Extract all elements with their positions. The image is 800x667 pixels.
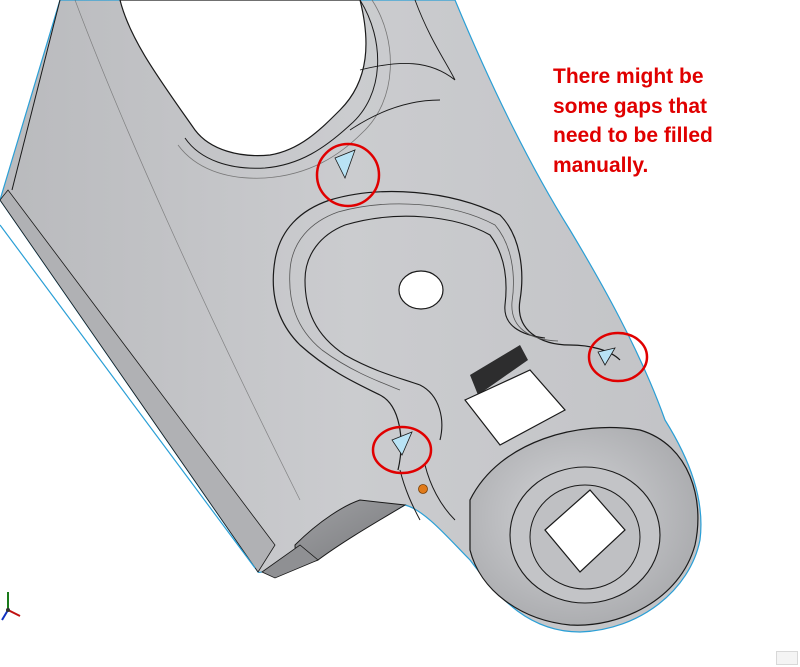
gap-circle-top	[315, 142, 381, 208]
slot-opening	[464, 369, 566, 446]
top-window-bead	[184, 0, 379, 169]
bottom-flange-2	[261, 544, 319, 579]
top-window-bead-outer	[177, 0, 391, 179]
arm-edge-line	[11, 0, 61, 191]
slot-wall	[470, 345, 528, 395]
round-hole	[398, 270, 444, 310]
coordinate-triad-icon	[1, 592, 21, 621]
gap-highlight-bottom	[391, 431, 413, 456]
annotation-text: There might be some gaps that need to be…	[553, 65, 713, 177]
left-flange	[0, 189, 276, 573]
ridge-lines	[349, 0, 456, 131]
top-window	[119, 0, 367, 157]
bead-loop-mid	[289, 203, 559, 391]
bead-vertical	[399, 464, 456, 521]
viewport-corner-mark	[776, 651, 798, 665]
gap-highlight-right	[597, 347, 616, 366]
gap-highlight-top	[334, 149, 356, 180]
gap-circle-bottom	[371, 425, 433, 475]
square-hole	[544, 489, 626, 573]
gap-circle-right	[587, 331, 649, 383]
left-flange-edge	[0, 224, 256, 569]
bead-loop-outer	[272, 190, 621, 471]
bead-loop-inner	[304, 215, 546, 441]
arm-ridge-line	[74, 0, 301, 501]
vertex-marker[interactable]	[418, 484, 428, 494]
